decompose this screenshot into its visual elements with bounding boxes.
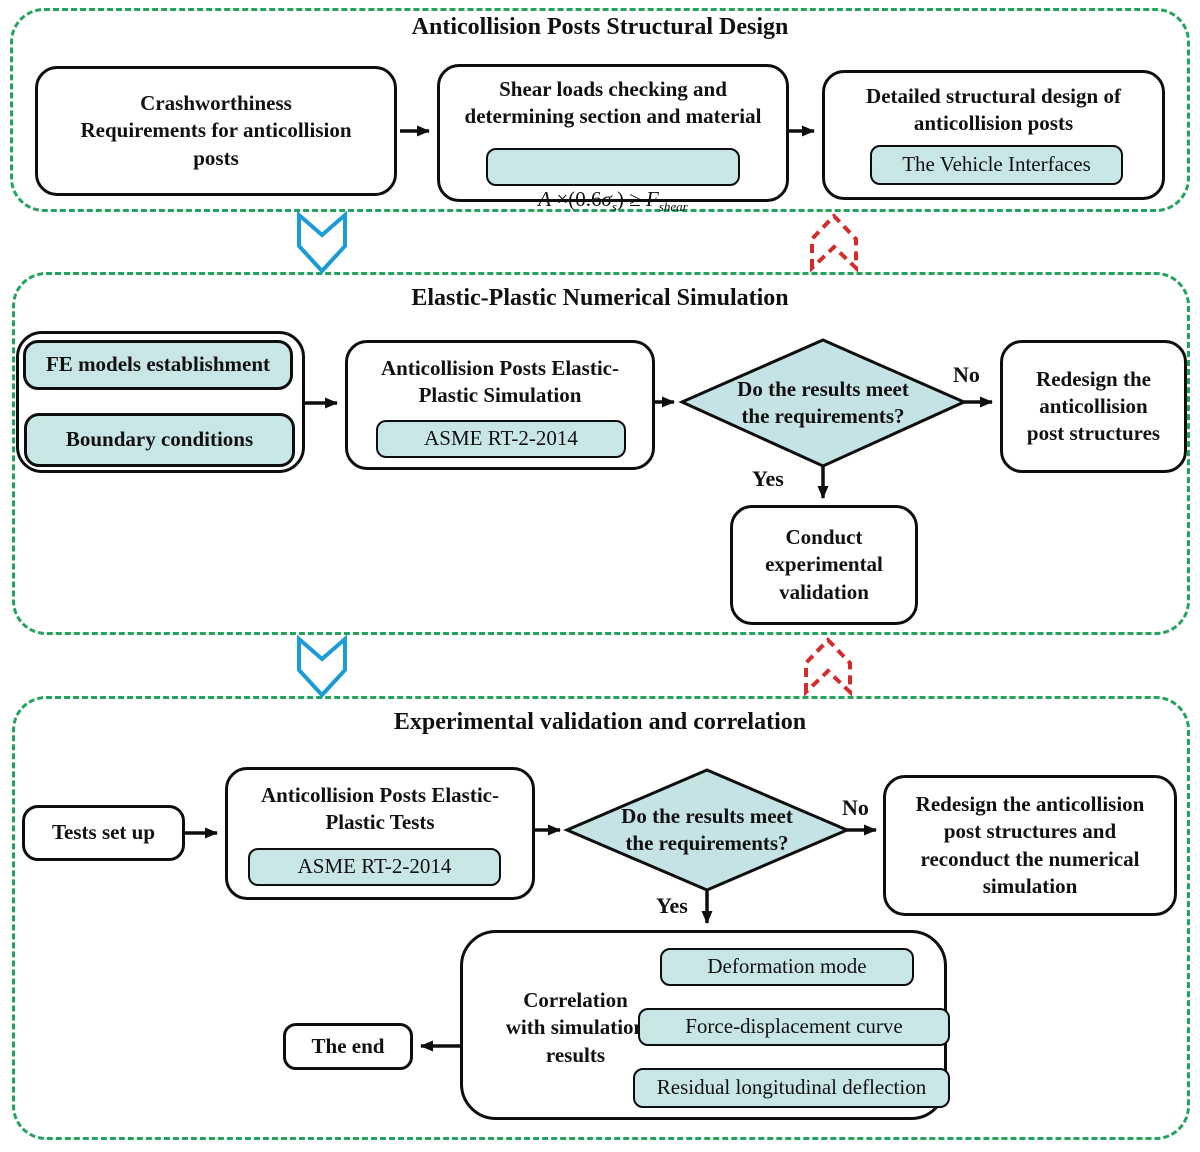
node-elastic-plastic-tests-label: Anticollision Posts Elastic- Plastic Tes…	[260, 783, 499, 835]
chevron-down-icon-1	[297, 210, 347, 274]
boundary-conditions-box: Boundary conditions	[24, 413, 295, 467]
force-displacement-box: Force-displacement curve	[638, 1008, 950, 1046]
node-conduct-validation: Conduct experimental validation	[730, 505, 918, 625]
loop-up-icon-2	[804, 637, 852, 697]
node-elastic-plastic-simulation: Anticollision Posts Elastic- Plastic Sim…	[345, 340, 655, 470]
node-redesign-simulation: Redesign the anticollision post structur…	[1000, 340, 1187, 473]
node-shear-loads: Shear loads checking and determining sec…	[437, 64, 789, 214]
decision-question-simulation: Do the results meet the requirements?	[737, 376, 909, 428]
section-structural-design	[10, 8, 1190, 212]
vehicle-interfaces-box: The Vehicle Interfaces	[870, 145, 1123, 185]
section-title-structural-design: Anticollision Posts Structural Design	[411, 14, 789, 40]
node-the-end: The end	[283, 1023, 413, 1070]
formula-sigma: σ	[601, 187, 612, 211]
node-redesign-test: Redesign the anticollision post structur…	[883, 775, 1177, 916]
section-title-numerical-simulation: Elastic-Plastic Numerical Simulation	[411, 285, 789, 311]
section-experimental-validation	[12, 696, 1190, 1140]
residual-deflection-box: Residual longitudinal deflection	[633, 1068, 950, 1108]
node-model-setup-group: FE models establishment Boundary conditi…	[16, 331, 305, 473]
node-elastic-plastic-tests: Anticollision Posts Elastic- Plastic Tes…	[225, 767, 535, 900]
formula-op: ×(0.6	[551, 187, 602, 211]
deformation-mode-box: Deformation mode	[660, 948, 914, 986]
chevron-down-icon-2	[297, 634, 347, 698]
node-detailed-design-label: Detailed structural design of anticollis…	[866, 84, 1121, 136]
asme-standard-box-sim: ASME RT-2-2014	[376, 420, 626, 458]
shear-formula: A ×(0.6σs) ≥ Fshear	[486, 148, 740, 214]
formula-F: F	[645, 187, 659, 211]
decision-question-test: Do the results meet the requirements?	[621, 803, 793, 855]
formula-sub-s: s	[611, 199, 617, 215]
label-no-test: No	[842, 795, 869, 820]
node-elastic-plastic-simulation-label: Anticollision Posts Elastic- Plastic Sim…	[380, 356, 619, 408]
node-detailed-design: Detailed structural design of anticollis…	[822, 70, 1165, 200]
node-tests-setup: Tests set up	[22, 805, 185, 861]
node-correlation-group: Correlation with simulation results Defo…	[460, 930, 950, 1120]
formula-A: A	[538, 187, 552, 211]
formula-sub-shear: shear	[658, 199, 688, 215]
node-crashworthiness: Crashworthiness Requirements for anticol…	[35, 66, 397, 196]
asme-standard-box-test: ASME RT-2-2014	[248, 848, 501, 886]
section-title-experimental-validation: Experimental validation and correlation	[393, 709, 807, 735]
correlation-label: Correlation with simulation results	[505, 988, 646, 1067]
label-yes-simulation: Yes	[752, 466, 784, 491]
section-numerical-simulation	[12, 272, 1190, 635]
label-no-simulation: No	[953, 362, 980, 387]
formula-geq: ) ≥	[616, 187, 646, 211]
fe-models-box: FE models establishment	[23, 340, 293, 390]
loop-up-icon-1	[810, 213, 858, 273]
label-yes-test: Yes	[656, 893, 688, 918]
node-shear-loads-label: Shear loads checking and determining sec…	[464, 77, 762, 129]
